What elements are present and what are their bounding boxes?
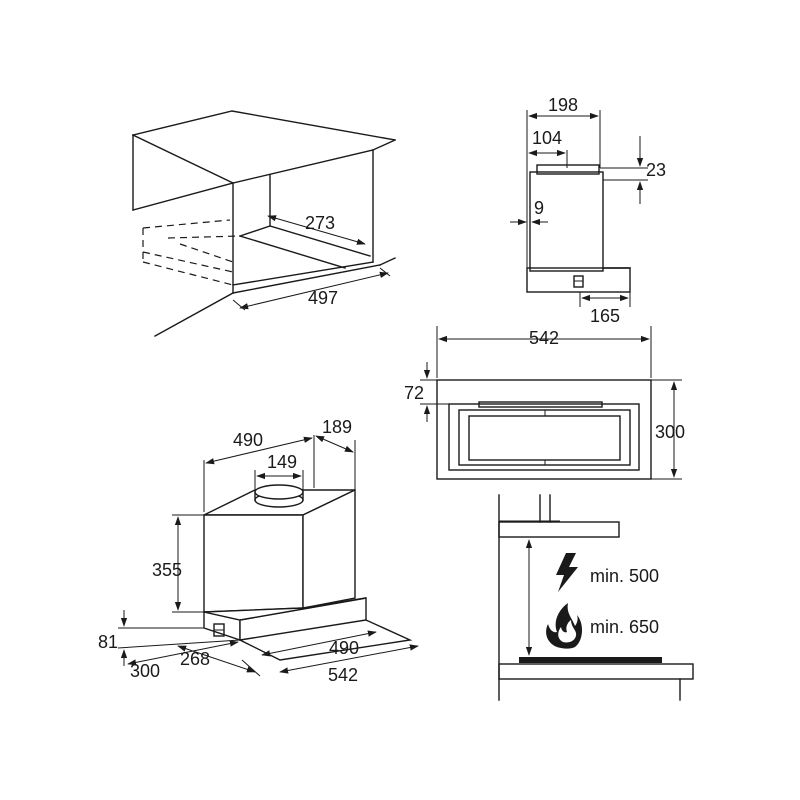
flame-icon	[546, 603, 583, 649]
dim-23-label: 23	[646, 160, 666, 180]
lightning-icon	[556, 553, 578, 592]
dim-72-label: 72	[404, 383, 424, 403]
electric-clearance-label: min. 500	[590, 566, 659, 586]
dim-542-front-label: 542	[328, 665, 358, 685]
hood-perspective-view: 490 189 149 355 81 300 268 490 542	[98, 417, 419, 685]
dim-149-label: 149	[267, 452, 297, 472]
dim-490-front-label: 490	[329, 638, 359, 658]
side-view: 198 104 23 9 165	[510, 95, 666, 326]
dim-300-side-label: 300	[130, 661, 160, 681]
underside-view: 542 72 300	[404, 326, 685, 480]
dim-497-label: 497	[308, 288, 338, 308]
cabinet-perspective-view: 273 497	[132, 110, 396, 337]
dim-542-label: 542	[529, 328, 559, 348]
dim-355-label: 355	[152, 560, 182, 580]
dim-104-label: 104	[532, 128, 562, 148]
dim-490-top-label: 490	[233, 430, 263, 450]
dim-165-label: 165	[590, 306, 620, 326]
dim-273-label: 273	[305, 213, 335, 233]
dim-81-label: 81	[98, 632, 118, 652]
dim-300-label: 300	[655, 422, 685, 442]
dim-9-label: 9	[534, 198, 544, 218]
clearance-view: min. 500 min. 650	[498, 494, 694, 701]
dim-268-label: 268	[180, 649, 210, 669]
dim-189-label: 189	[322, 417, 352, 437]
gas-clearance-label: min. 650	[590, 617, 659, 637]
dim-198-label: 198	[548, 95, 578, 115]
